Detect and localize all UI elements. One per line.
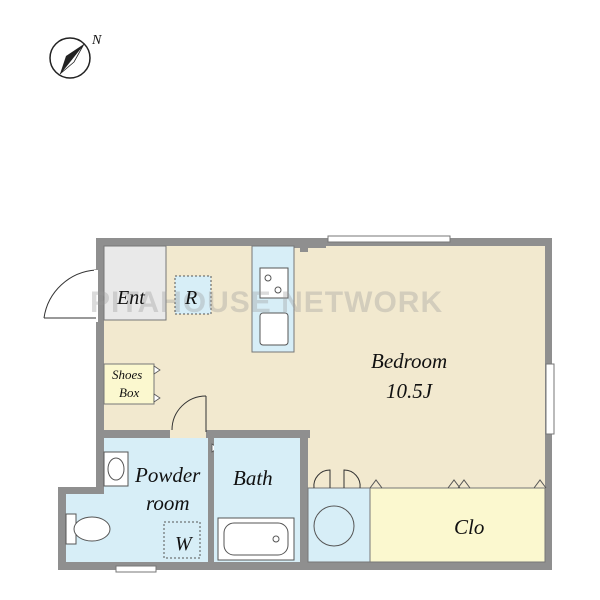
shoes-box	[103, 363, 155, 405]
bedroom-window-right	[545, 363, 555, 435]
compass-north-label: N	[91, 33, 102, 48]
bedroom-size-label: 10.5J	[386, 379, 434, 403]
watermark: PITAHOUSE NETWORK	[90, 286, 443, 319]
refrigerator-label: R	[184, 287, 197, 309]
bathtub-icon	[217, 517, 295, 561]
shoes-box-label-2: Box	[119, 385, 139, 400]
closet-label: Clo	[454, 515, 484, 539]
powder-room-label-1: Powder	[134, 463, 201, 487]
washer-label: W	[175, 533, 194, 555]
powder-room-window	[115, 565, 157, 573]
entrance-label: Ent	[116, 287, 145, 309]
laundry-doors	[313, 469, 361, 489]
sink-icon	[259, 312, 289, 346]
compass: N	[49, 33, 102, 79]
toilet-icon	[65, 513, 111, 545]
bedroom-window-top	[327, 235, 451, 243]
kitchen-counter	[251, 245, 295, 353]
bedroom-label: Bedroom	[371, 349, 447, 373]
washer-space	[163, 521, 201, 559]
powder-room-label-2: room	[146, 491, 190, 515]
powder-room-door	[170, 395, 207, 438]
entrance-floor	[103, 245, 167, 321]
entrance-door	[43, 269, 98, 322]
shoes-box-label-1: Shoes	[112, 367, 142, 382]
bath-label: Bath	[233, 466, 273, 490]
stove-icon	[259, 267, 289, 299]
laundry-pan-icon	[313, 505, 355, 547]
closet-floor	[369, 487, 546, 563]
refrigerator-space	[174, 275, 212, 315]
